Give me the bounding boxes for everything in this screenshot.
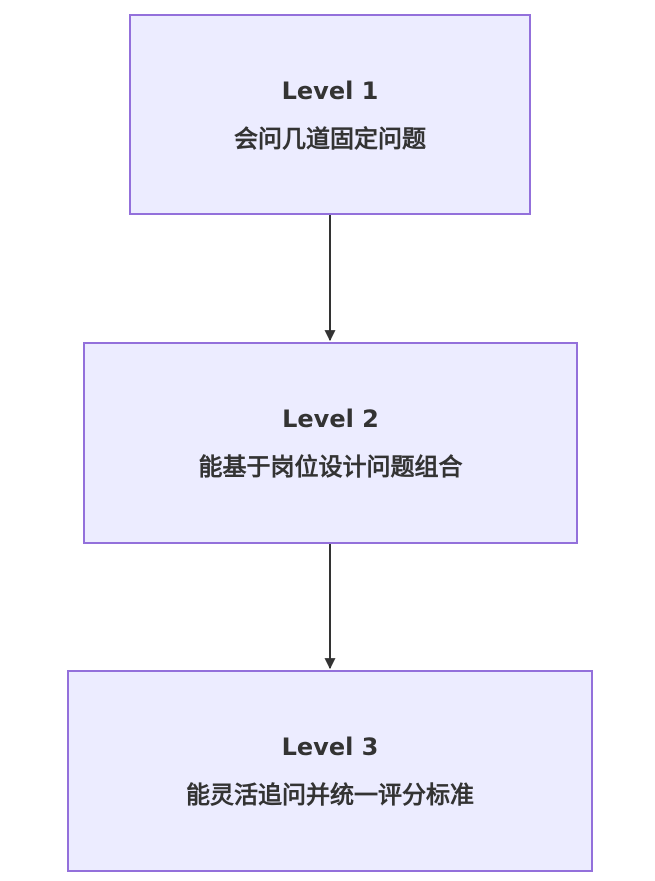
node-level-1-title: Level 1 (281, 76, 379, 105)
node-level-2-label: 能基于岗位设计问题组合 (198, 453, 463, 481)
node-level-3: Level 3 能灵活追问并统一评分标准 (67, 670, 593, 872)
node-level-3-title: Level 3 (281, 733, 379, 761)
node-level-1: Level 1 会问几道固定问题 (129, 14, 531, 215)
node-level-2-title: Level 2 (282, 405, 379, 433)
node-level-1-label: 会问几道固定问题 (234, 124, 426, 153)
node-level-2: Level 2 能基于岗位设计问题组合 (83, 342, 578, 544)
node-level-3-label: 能灵活追问并统一评分标准 (186, 781, 474, 809)
